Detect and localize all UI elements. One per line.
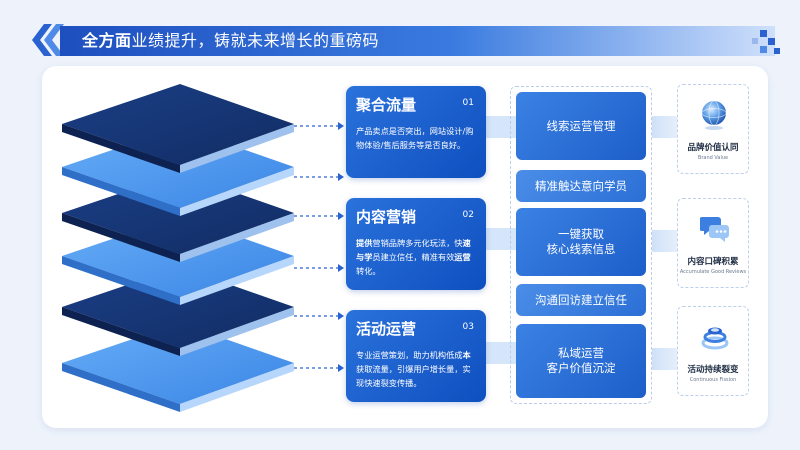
link-bar-1 [652,116,678,138]
stage-title: 内容营销 [356,208,417,226]
middle-item-text: 一键获取 [558,227,604,241]
double-chevron-icon [32,24,64,56]
chat-bubbles-icon [700,217,729,242]
stage-desc-text: 转化。 [356,266,381,276]
layer-6 [62,323,294,412]
stage-desc-text: 营销品牌多元化玩法，快 [372,238,463,248]
middle-item-3: 一键获取 核心线索信息 [516,208,646,276]
link-bar-3 [652,348,678,370]
middle-item-5: 私域运营 客户价值沉淀 [516,324,646,398]
layer-1 [62,84,294,173]
middle-item-text: 核心线索信息 [546,242,616,256]
stage-box-3: 活动运营 03 专业运营策划，助力机构低成本获取流量，引爆用户增长量，实现快速裂… [346,310,486,402]
stage-description: 产品卖点是否突出，网站设计/购物体验/售后服务等是否良好。 [356,124,476,152]
stage-description: 专业运营策划，助力机构低成本获取流量，引爆用户增长量，实现快速裂变传播。 [356,348,476,390]
header: 全方面业绩提升，铸就未来增长的重磅码 [0,0,800,60]
outcome-title: 内容口碑积累 [687,257,739,267]
middle-item-4: 沟通回访建立信任 [516,284,646,316]
middle-item-text: 沟通回访建立信任 [535,292,627,307]
stage-title: 聚合流量 [356,96,417,114]
middle-column-frame [510,86,652,404]
middle-item-text: 客户价值沉淀 [546,361,616,375]
stage-desc-bold: 提供 [356,238,373,248]
outcome-subtitle: Brand Value [697,155,729,161]
middle-item-text: 线索运营管理 [546,118,616,133]
stage-desc-text: 获取流量，引爆用户增长量，实现快速裂变传播。 [356,364,471,388]
outcome-title: 品牌价值认同 [687,143,739,153]
page-title: 全方面业绩提升，铸就未来增长的重磅码 [82,29,379,53]
stage-description: 提供营销品牌多元化玩法，快速与学员建立信任，精准有效运营转化。 [356,236,476,278]
stage-desc-bold: 本 [462,350,471,360]
stage-desc-text: 产品卖点是否突出，网站设计/购物体验/售后服务等是否良好。 [356,126,474,150]
pixel-decoration-icon [752,30,780,54]
stage-desc-bold: 运营 [454,252,471,262]
title-rest: 业绩提升，铸就未来增长的重磅码 [131,31,380,50]
stage-number: 02 [462,210,474,220]
outcome-subtitle: Accumulate Good Reviews [679,269,747,275]
outcome-card-2: 内容口碑积累 Accumulate Good Reviews [677,198,749,288]
outcome-card-3: 活动持续裂变 Continuous Fission [677,306,749,396]
middle-item-2: 精准触达意向学员 [516,170,646,202]
stage-box-1: 聚合流量 01 产品卖点是否突出，网站设计/购物体验/售后服务等是否良好。 [346,86,486,178]
stage-box-2: 内容营销 02 提供营销品牌多元化玩法，快速与学员建立信任，精准有效运营转化。 [346,198,486,290]
outcome-subtitle: Continuous Fission [689,377,737,383]
middle-item-text: 私域运营 [558,346,604,360]
fission-rings-icon [701,327,729,350]
layer-5 [62,267,294,356]
link-bar-2 [652,230,678,252]
middle-item-1: 线索运营管理 [516,92,646,160]
outcome-title: 活动持续裂变 [687,365,739,375]
middle-item-text: 精准触达意向学员 [535,178,627,193]
stage-title: 活动运营 [356,320,417,338]
globe-icon [701,100,727,130]
stage-desc-bold: 速与学 [356,238,471,262]
stage-number: 01 [462,98,474,108]
header-bar [60,26,775,56]
stage-desc-text: 专业运营策划，助力机构低成 [356,350,463,360]
stage-desc-text: 员建立信任，精准有效 [372,252,455,262]
title-bold: 全方面 [82,31,132,50]
stage-number: 03 [462,322,474,332]
outcome-card-1: 品牌价值认同 Brand Value [677,84,749,174]
